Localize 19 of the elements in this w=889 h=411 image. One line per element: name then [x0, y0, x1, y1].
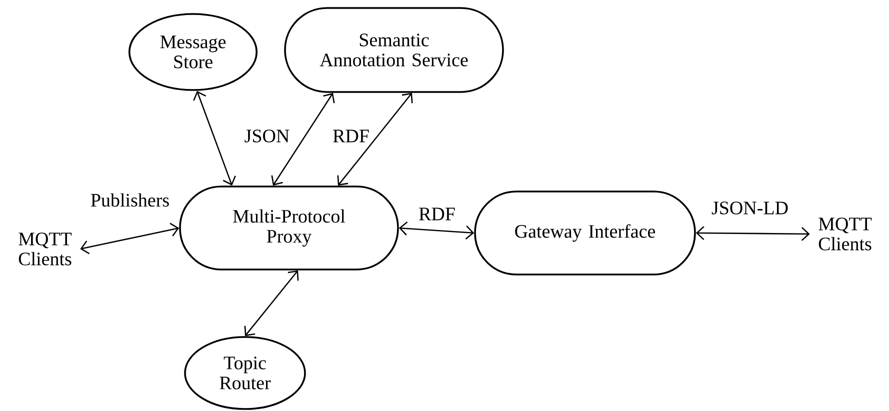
- edge-label: RDF: [418, 206, 456, 222]
- arrow: [398, 222, 474, 240]
- edge-label: RDF: [332, 128, 370, 144]
- ellipse-node: Message Store: [128, 13, 258, 91]
- arrow: [696, 226, 810, 241]
- edge-label: Publishers: [89, 192, 171, 208]
- arrow: [193, 90, 236, 186]
- rounded-box: Multi-Protocol Proxy: [179, 186, 399, 270]
- arrow: [337, 92, 413, 186]
- arrow: [271, 92, 335, 186]
- arrow: [80, 222, 180, 254]
- rounded-box: Gateway Interface: [474, 190, 696, 276]
- ellipse-node: Topic Router: [184, 336, 306, 410]
- arrow: [244, 270, 299, 336]
- rounded-box: Semantic Annotation Service: [284, 7, 504, 93]
- text-label: MQTT Clients: [18, 232, 72, 266]
- edge-label: JSON-LD: [710, 200, 790, 216]
- edge-label: JSON: [243, 128, 291, 144]
- text-label: MQTT Clients: [818, 218, 872, 250]
